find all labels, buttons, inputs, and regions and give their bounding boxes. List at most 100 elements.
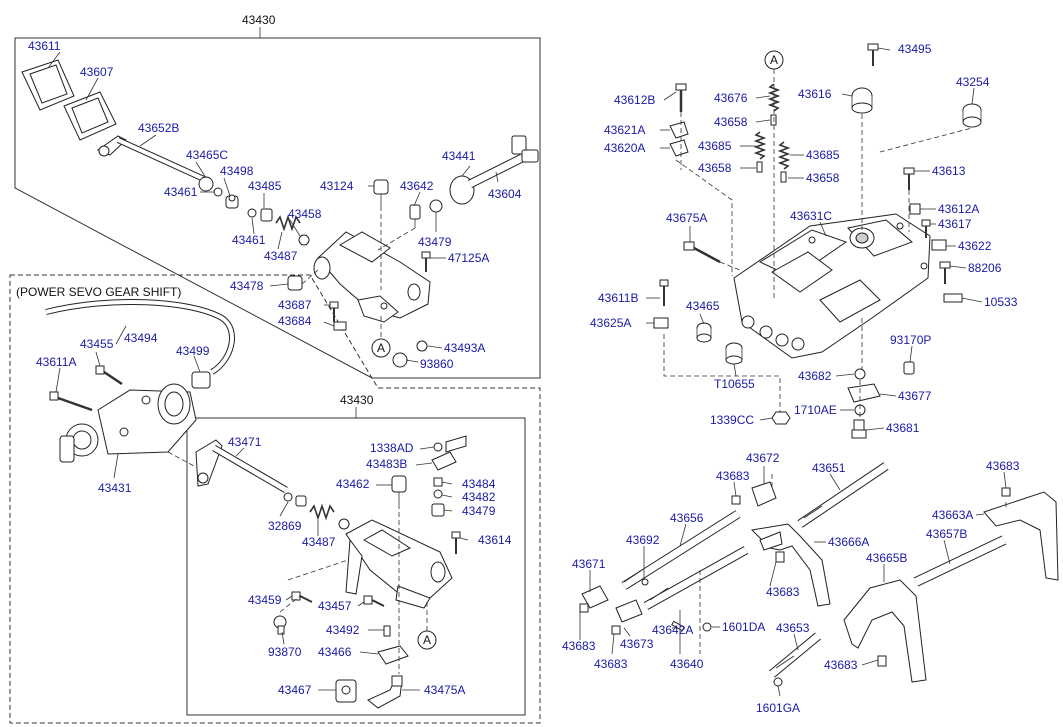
shaft-43441-icon: [449, 135, 539, 205]
part-label: 43677: [898, 389, 932, 403]
part-label: 43495: [898, 42, 932, 56]
washer-43493A-icon: [416, 340, 428, 352]
part-label: 43657B: [926, 527, 967, 541]
spring-43487b-icon: [309, 503, 335, 521]
part-label: 43685: [698, 139, 732, 153]
bolt-43675A-icon: [683, 241, 721, 264]
spring-43685b-icon: [777, 141, 791, 170]
part-label: 43479: [418, 235, 452, 249]
part-label: 43466: [318, 645, 352, 659]
bolt-43614-icon: [451, 531, 461, 554]
bolt-43687-icon: [329, 301, 339, 322]
pin-43658c-icon: [780, 171, 787, 183]
block-43673-icon: [611, 599, 643, 635]
part-label: 43685: [806, 148, 840, 162]
part-label: 43483B: [366, 457, 407, 471]
part-label: 43485: [248, 179, 282, 193]
part-label: 93870: [268, 645, 302, 659]
fork-43665B-icon: [843, 579, 927, 683]
part-label: 43611A: [36, 355, 76, 369]
part-labels: 43430 43430 (POWER SEVO GEAR SHIFT) 4361…: [16, 13, 1020, 715]
part-label: 43684: [278, 314, 312, 328]
ball-43692-icon: [641, 578, 649, 586]
bolt-43617-icon: [921, 219, 931, 238]
ring-43682-icon: [854, 368, 866, 380]
part-label: 43458: [288, 207, 322, 221]
frames: [9, 27, 541, 724]
part-label: 93860: [420, 357, 454, 371]
part-label: 43683: [716, 469, 750, 483]
lever-shaft-43471-icon: [195, 439, 288, 494]
plate-43621A-icon: [669, 121, 689, 139]
shift-cover-parts: A: [653, 43, 982, 439]
block-43467-icon: [335, 679, 357, 703]
part-label: 43692: [626, 533, 660, 547]
part-label: 43471: [228, 435, 262, 449]
bracket-43677-icon: [847, 383, 881, 403]
part-label: 43653: [776, 621, 810, 635]
part-label: 43642: [400, 179, 434, 193]
plate-43612A-icon: [909, 203, 921, 215]
plug-43484-icon: [433, 477, 443, 487]
part-label: 43612A: [938, 202, 979, 216]
plate-10533-icon: [943, 293, 963, 303]
fitting-93870-icon: [273, 615, 287, 635]
part-label: 43455: [80, 337, 114, 351]
part-label: 1601DA: [722, 620, 765, 634]
part-label: 43462: [336, 477, 370, 491]
bolt-43611A-icon: [49, 391, 93, 412]
lever-43475A-icon: [367, 675, 403, 709]
part-label: 1710AE: [794, 403, 837, 417]
part-label: 43484: [462, 477, 496, 491]
part-label: T10655: [714, 377, 755, 391]
gasket-43607-icon: [63, 91, 117, 141]
part-label: 43616: [798, 87, 832, 101]
bushing-T10655-icon: [725, 342, 743, 365]
part-label: 43676: [714, 91, 748, 105]
part-label: 43658: [714, 115, 748, 129]
part-label: 43465C: [186, 148, 228, 162]
bolt-43613-icon: [903, 167, 915, 190]
pin-43658b-icon: [756, 161, 763, 173]
fitting-43499-icon: [191, 371, 211, 389]
bolt-43611B-icon: [659, 279, 669, 306]
block-43672-icon: [731, 481, 777, 507]
rod-43640-icon: [643, 546, 749, 610]
part-label: 43493A: [444, 341, 485, 355]
reference-marker-a-lower: A: [417, 630, 437, 650]
part-label: 43487: [302, 535, 336, 549]
part-label: 43683: [562, 639, 596, 653]
part-label: 43663A: [932, 508, 973, 522]
part-label: 43683: [824, 658, 858, 672]
bracket-43466-icon: [377, 645, 409, 665]
part-label: 43622: [958, 239, 992, 253]
block-43671-icon: [579, 585, 609, 613]
bolt-43612B-icon: [675, 83, 687, 112]
bushing-43478-icon: [287, 275, 303, 291]
nut-1339CC-icon: [771, 411, 791, 425]
assembly-label-sub: 43430: [340, 393, 374, 407]
part-label: 93170P: [890, 333, 931, 347]
part-label: 43612B: [614, 93, 655, 107]
shift-housing-lower-icon: [345, 519, 453, 609]
svg-text:A: A: [423, 633, 431, 647]
bushing-43465-icon: [696, 322, 712, 343]
detent-43642-icon: [409, 204, 421, 228]
sub-assembly-parts: A: [195, 435, 467, 709]
part-label: 43625A: [590, 316, 631, 330]
bushing-43465C-icon: [198, 176, 214, 192]
part-label: 1601GA: [756, 701, 800, 715]
part-label: 43254: [956, 75, 990, 89]
plug-43485-icon: [260, 208, 273, 222]
part-label: 43124: [320, 179, 354, 193]
part-label: 43604: [488, 187, 522, 201]
svg-text:A: A: [770, 53, 778, 67]
shift-forks-parts: [579, 462, 1059, 687]
part-label: 43631C: [790, 209, 832, 223]
rod-43651-icon: [797, 462, 889, 528]
valve-93170P-icon: [903, 361, 915, 375]
part-label: 43617: [938, 217, 972, 231]
plate-43625A-icon: [653, 317, 669, 329]
reference-marker-a-right: A: [764, 50, 784, 70]
